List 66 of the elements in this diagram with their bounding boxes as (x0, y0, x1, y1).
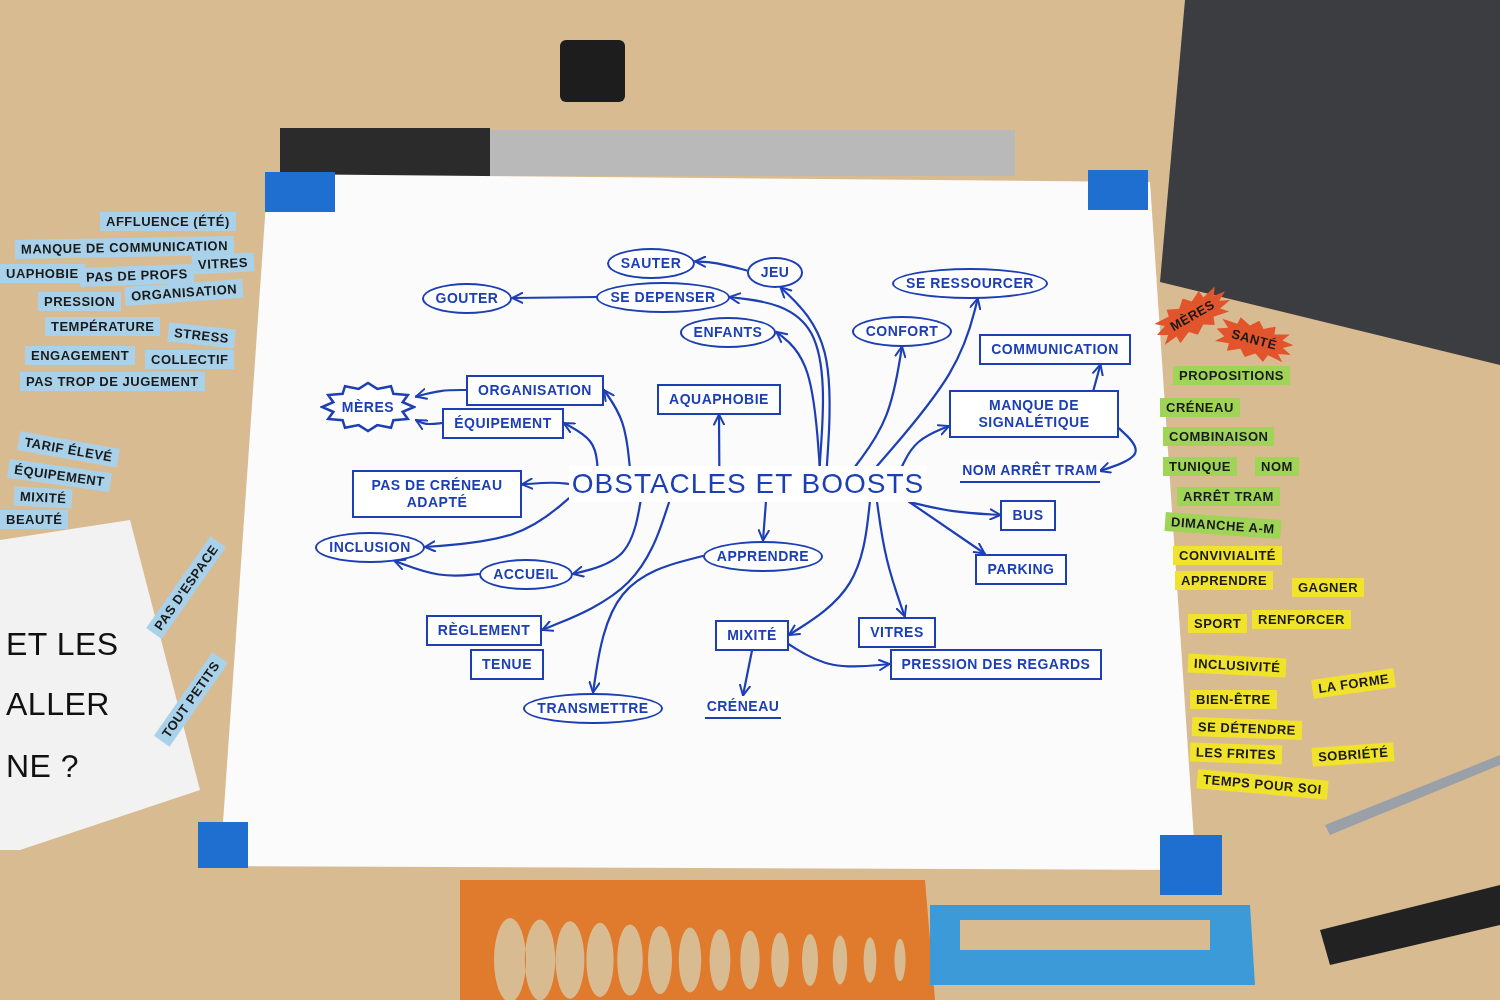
underlined-text: NOM ARRÊT TRAM (960, 459, 1100, 483)
word-strip: UAPHOBIE (0, 264, 85, 283)
word-strip: PAS TROP DE JUGEMENT (20, 372, 205, 391)
arrow (787, 643, 891, 671)
arrow (739, 649, 754, 697)
word-strip: AFFLUENCE (ÉTÉ) (100, 212, 236, 231)
word-strip: COLLECTIF (145, 350, 235, 369)
word-strip: APPRENDRE (1175, 571, 1274, 590)
box-node: PARKING (975, 553, 1067, 585)
arrow (541, 500, 671, 632)
arrow (875, 297, 982, 468)
word-strip: GAGNER (1292, 578, 1365, 597)
box-node: AQUAPHOBIE (657, 383, 781, 415)
word-strip: COMBINAISON (1163, 427, 1275, 446)
box-node: TENUE (470, 648, 544, 680)
word-strip: TEMPÉRATURE (45, 317, 161, 336)
arrow (414, 418, 444, 431)
arrow (779, 286, 831, 468)
arrow (520, 477, 570, 490)
word-strip: TUNIQUE (1163, 457, 1237, 476)
center-title-text: OBSTACLES ET BOOSTS (568, 466, 928, 502)
box-node: ÉQUIPEMENT (442, 407, 564, 439)
printed-text: NE ? (6, 748, 80, 785)
box-node: ORGANISATION (466, 374, 604, 406)
box-node: MANQUE DE SIGNALÉTIQUE (949, 390, 1119, 438)
arrow (571, 500, 642, 578)
box-node: RÈGLEMENT (425, 614, 543, 646)
word-strip: PRESSION (38, 292, 122, 311)
word-strip: ARRÊT TRAM (1177, 487, 1280, 506)
arrow (775, 330, 821, 468)
word-strip: NOM (1255, 457, 1299, 476)
arrow (1098, 427, 1137, 474)
printed-text: ET LES (6, 626, 119, 663)
box-node: MIXITÉ (715, 619, 789, 651)
arrow (414, 388, 468, 400)
arrow (713, 413, 726, 468)
starburst-node: MÈRES (320, 381, 416, 433)
arrow (588, 554, 704, 694)
word-strip: BIEN-ÊTRE (1190, 690, 1277, 709)
arrow (562, 421, 599, 468)
word-strip: CONVIVIALITÉ (1173, 546, 1282, 565)
box-node: COMMUNICATION (979, 333, 1131, 365)
box-node: VITRES (858, 616, 936, 648)
arrow (602, 388, 631, 468)
arrow (728, 292, 825, 468)
word-strip: SPORT (1188, 614, 1248, 633)
arrow (908, 500, 986, 555)
arrow (875, 500, 908, 618)
arrow (1092, 363, 1104, 392)
box-node: BUS (1000, 499, 1056, 531)
word-strip: PROPOSITIONS (1173, 366, 1290, 385)
arrow (787, 500, 871, 637)
arrow (393, 558, 481, 577)
arrow (423, 497, 570, 553)
arrow (511, 291, 598, 304)
printed-text: ALLER (6, 686, 110, 723)
arrow (693, 255, 748, 272)
word-strip: ENGAGEMENT (25, 346, 136, 365)
arrow (757, 500, 770, 542)
word-strip: BEAUTÉ (0, 510, 69, 529)
box-node: PRESSION DES REGARDS (889, 648, 1103, 680)
arrow (901, 424, 951, 468)
word-strip: RENFORCER (1252, 610, 1351, 629)
box-node: PAS DE CRÉNEAU ADAPTÉ (352, 470, 522, 518)
arrow (854, 345, 907, 468)
word-strip: CRÉNEAU (1160, 398, 1240, 417)
